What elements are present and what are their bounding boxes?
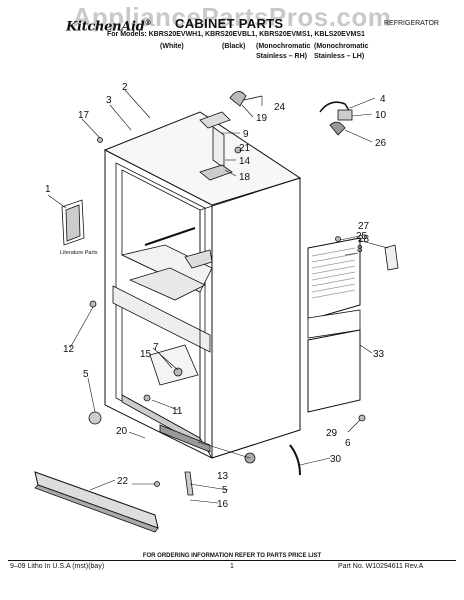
callout-7: 7: [153, 342, 159, 353]
callout-6: 6: [345, 438, 351, 449]
callout-16: 16: [217, 499, 229, 510]
bracket-15: [173, 367, 183, 377]
callout-3: 3: [106, 95, 112, 106]
callout-24: 24: [274, 102, 286, 113]
callout-30: 30: [330, 454, 342, 465]
page-number: 1: [230, 563, 234, 570]
callout-17: 17: [78, 110, 90, 121]
variant-white: (White): [160, 42, 184, 52]
literature-parts-icon: [61, 199, 85, 246]
callout-15: 15: [140, 349, 152, 360]
variant-black: (Black): [222, 42, 245, 52]
footer-divider: [8, 560, 456, 561]
kick-plate: [34, 471, 159, 533]
variant-line: (Black): [222, 43, 246, 50]
screw-21: [234, 146, 242, 154]
variant-line: (White): [160, 43, 184, 50]
leader-lines: [47, 89, 389, 504]
base-grille-panels: [307, 309, 361, 413]
print-info: 9–09 Litho In U.S.A (mst)(bay): [10, 563, 105, 570]
callout-18: 18: [239, 172, 251, 183]
variant-line: Stainless – LH): [314, 53, 365, 60]
callout-10: 10: [375, 110, 387, 121]
front-roller: [88, 411, 102, 425]
water-valve-assembly: [319, 101, 353, 136]
callout-33: 33: [373, 349, 385, 360]
screw-11: [143, 394, 151, 402]
callout-19: 19: [256, 113, 268, 124]
ordering-note: FOR ORDERING INFORMATION REFER TO PARTS …: [142, 553, 322, 559]
water-tube: [289, 444, 301, 476]
callout-25: 25: [356, 231, 368, 242]
model-list: For Models: KBRS20EVWH1, KBRS20EVBL1, KB…: [107, 31, 365, 38]
brand-logo: KitchenAid®: [66, 18, 151, 34]
rear-access-cover: [307, 237, 361, 321]
part-number: Part No. W10294611 Rev.A: [338, 563, 424, 570]
callout-28: 28: [358, 234, 370, 245]
screw-17: [97, 137, 103, 143]
callout-2: 2: [122, 82, 128, 93]
cabinet-body: [103, 111, 302, 459]
screw-12: [89, 300, 97, 308]
callout-20: 20: [116, 426, 128, 437]
callout-11: 11: [172, 406, 183, 417]
callout-26: 26: [375, 138, 387, 149]
literature-parts-label: Literature Parts: [60, 250, 98, 256]
callout-13: 13: [217, 471, 229, 482]
appliance-category: REFRIGERATOR: [384, 20, 439, 27]
brand-registered-mark: ®: [144, 18, 152, 27]
clip-27: [384, 244, 399, 271]
callout-12: 12: [63, 344, 75, 355]
callout-8: 8: [357, 244, 363, 255]
variant-line: (Monochromatic: [314, 43, 369, 50]
screw-25: [335, 236, 341, 242]
callout-9: 9: [243, 129, 249, 140]
hinge-bracket-24: [229, 91, 263, 107]
callout-5: 5: [83, 369, 89, 380]
callout-1: 1: [45, 184, 51, 195]
brand-name: KitchenAid: [66, 19, 145, 35]
callout-14: 14: [239, 156, 251, 167]
callout-21: 21: [239, 143, 251, 154]
watermark: AppliancePartsPros.com: [72, 2, 392, 32]
callout-29: 29: [326, 428, 338, 439]
document-title: CABINET PARTS: [175, 16, 284, 31]
variant-line: (Monochromatic: [256, 43, 311, 50]
callout-5-b: 5: [222, 485, 228, 496]
callout-labels: 1 2 3 4 5 5 6 7 8 9 10 11 12 13 14 15 16…: [45, 82, 387, 510]
callout-4: 4: [380, 94, 386, 105]
variant-line: Stainless – RH): [256, 53, 307, 60]
callout-22: 22: [117, 476, 129, 487]
screw-20: [154, 481, 160, 487]
top-hinge-assembly: [199, 111, 233, 181]
leveling-screw: [184, 471, 194, 496]
screw-29: [358, 414, 366, 422]
callout-27: 27: [358, 221, 370, 232]
